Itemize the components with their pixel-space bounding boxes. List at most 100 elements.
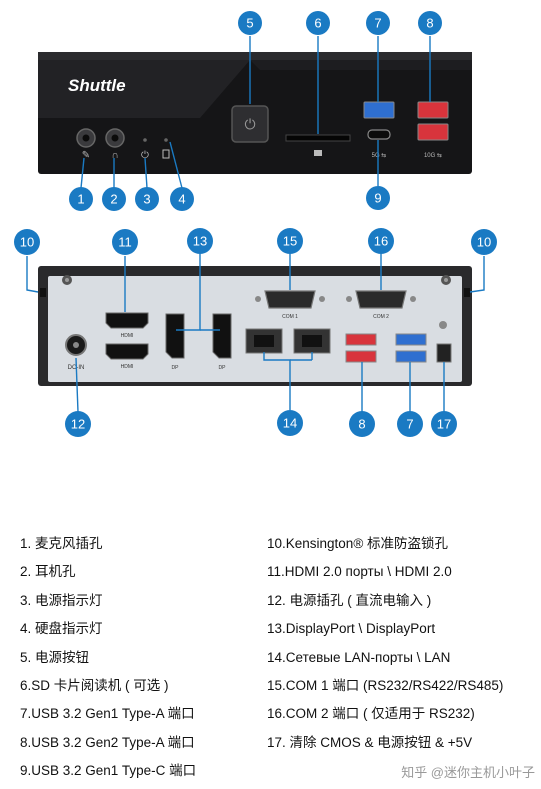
power-icon: ⏻ [141, 150, 149, 161]
callout-leaders [26, 36, 485, 413]
legend-item: 10.Kensington® 标准防盗锁孔 [267, 536, 449, 551]
marker-7-label: 7 [374, 16, 381, 31]
marker-4-label: 4 [178, 192, 185, 207]
front-usb-c[interactable] [367, 129, 391, 140]
marker-3: 3 [135, 187, 159, 211]
legend-item: 3. 电源指示灯 [20, 592, 103, 608]
legend-right-column: 10.Kensington® 标准防盗锁孔 11.HDMI 2.0 порты … [267, 530, 503, 757]
legend-item: 17. 清除 CMOS & 电源按钮 & +5V [267, 734, 473, 750]
hdd-led [164, 138, 168, 142]
marker-7: 7 [366, 11, 390, 35]
marker-4: 4 [170, 187, 194, 211]
cmos-hole [439, 321, 447, 329]
hdmi-port-top[interactable] [105, 312, 149, 329]
com2-label: COM 2 [373, 314, 389, 320]
back-usb-gen2-2[interactable] [345, 350, 377, 363]
back-usb-gen1-1[interactable] [395, 333, 427, 346]
marker-1: 1 [69, 187, 93, 211]
marker-8-back: 8 [349, 411, 375, 437]
legend-item: 5. 电源按钮 [20, 649, 90, 665]
marker-11: 11 [112, 229, 138, 255]
marker-5: 5 [238, 11, 262, 35]
sd-card-slot[interactable] [285, 134, 351, 142]
legend-item: 7.USB 3.2 Gen1 Type-A 端口 [20, 706, 195, 722]
legend-item: 14.Сетевые LAN-порты \ LAN [267, 649, 451, 665]
hdmi-top-label: HDMI [121, 333, 134, 339]
sd-card-icon [314, 150, 322, 156]
marker-12: 12 [65, 411, 91, 437]
port-legend: 1. 麦克风插孔 2. 耳机孔 3. 电源指示灯 4. 硬盘指示灯 5. 电源按… [0, 530, 541, 789]
watermark: 知乎 @迷你主机小叶子 [401, 765, 535, 780]
marker-2-label: 2 [110, 192, 117, 207]
legend-item: 2. 耳机孔 [20, 564, 76, 580]
dp-left-label: DP [172, 365, 180, 371]
back-usb-gen2-1[interactable] [345, 333, 377, 346]
front-panel: Shuttle ✎ ∩ ⏻ ⏻ 5G ⇆ 10G ⇆ [38, 52, 472, 174]
marker-11-label: 11 [118, 235, 132, 250]
power-button[interactable] [231, 105, 269, 143]
legend-left-column: 1. 麦克风插孔 2. 耳机孔 3. 电源指示灯 4. 硬盘指示灯 5. 电源按… [20, 530, 196, 786]
marker-9-label: 9 [374, 191, 381, 206]
com2-port[interactable] [355, 290, 407, 309]
marker-16: 16 [368, 228, 394, 254]
marker-15-label: 15 [283, 234, 297, 249]
kensington-slot-right[interactable] [464, 288, 470, 297]
kensington-slot-left[interactable] [40, 288, 46, 297]
dp-right-label: DP [219, 365, 227, 371]
back-panel: DC-IN HDMI HDMI DP DP COM 1 COM 2 [38, 266, 472, 386]
displayport-left[interactable] [165, 313, 185, 359]
marker-9: 9 [366, 186, 390, 210]
hdmi-port-bottom[interactable] [105, 343, 149, 360]
marker-6: 6 [306, 11, 330, 35]
marker-14-label: 14 [283, 416, 297, 431]
marker-10-right-label: 10 [477, 235, 491, 250]
marker-7-back-label: 7 [406, 417, 413, 432]
marker-13-label: 13 [193, 234, 207, 249]
legend-item: 15.COM 1 端口 (RS232/RS422/RS485) [267, 677, 504, 693]
marker-12-label: 12 [71, 417, 85, 432]
marker-2: 2 [102, 187, 126, 211]
legend-item: 6.SD 卡片阅读机 ( 可选 ) [20, 677, 169, 693]
legend-item: 11.HDMI 2.0 порты \ HDMI 2.0 [267, 564, 452, 580]
usb-10g-icon: 10G ⇆ [424, 152, 442, 159]
marker-17: 17 [431, 411, 457, 437]
com1-label: COM 1 [282, 314, 298, 320]
marker-16-label: 16 [374, 234, 388, 249]
marker-17-label: 17 [437, 417, 451, 432]
legend-item: 9.USB 3.2 Gen1 Type-C 端口 [20, 763, 197, 779]
marker-10-left-label: 10 [20, 235, 34, 250]
displayport-right[interactable] [212, 313, 232, 359]
power-led [143, 138, 147, 142]
clear-cmos-header[interactable] [436, 343, 452, 363]
legend-item: 4. 硬盘指示灯 [20, 621, 103, 637]
marker-6-label: 6 [314, 16, 321, 31]
usb-ss-icon: 5G ⇆ [372, 152, 387, 159]
marker-5-label: 5 [246, 16, 253, 31]
headphone-icon: ∩ [111, 150, 118, 161]
legend-item: 8.USB 3.2 Gen2 Type-A 端口 [20, 734, 195, 750]
marker-7-back: 7 [397, 411, 423, 437]
back-usb-gen1-2[interactable] [395, 350, 427, 363]
shuttle-logo: Shuttle [68, 76, 126, 95]
power-button-icon: ⏻ [244, 116, 255, 132]
marker-1-label: 1 [77, 192, 84, 207]
marker-13: 13 [187, 228, 213, 254]
com1-port[interactable] [264, 290, 316, 309]
marker-8-label: 8 [426, 16, 433, 31]
front-usb-a-gen2-top[interactable] [417, 101, 449, 119]
legend-item: 1. 麦克风插孔 [20, 536, 103, 551]
marker-15: 15 [277, 228, 303, 254]
marker-10-right: 10 [471, 229, 497, 255]
legend-item: 12. 电源插孔 ( 直流电输入 ) [267, 592, 432, 608]
hdmi-bottom-label: HDMI [121, 364, 134, 370]
marker-10-left: 10 [14, 229, 40, 255]
front-usb-a-gen2-bottom[interactable] [417, 123, 449, 141]
front-usb-a-gen1[interactable] [363, 101, 395, 119]
hdd-icon [162, 149, 170, 159]
legend-item: 13.DisplayPort \ DisplayPort [267, 621, 436, 637]
microphone-icon: ✎ [82, 150, 90, 161]
marker-8: 8 [418, 11, 442, 35]
marker-8-back-label: 8 [358, 417, 365, 432]
marker-14: 14 [277, 410, 303, 436]
legend-item: 16.COM 2 端口 ( 仅适用于 RS232) [267, 706, 475, 722]
